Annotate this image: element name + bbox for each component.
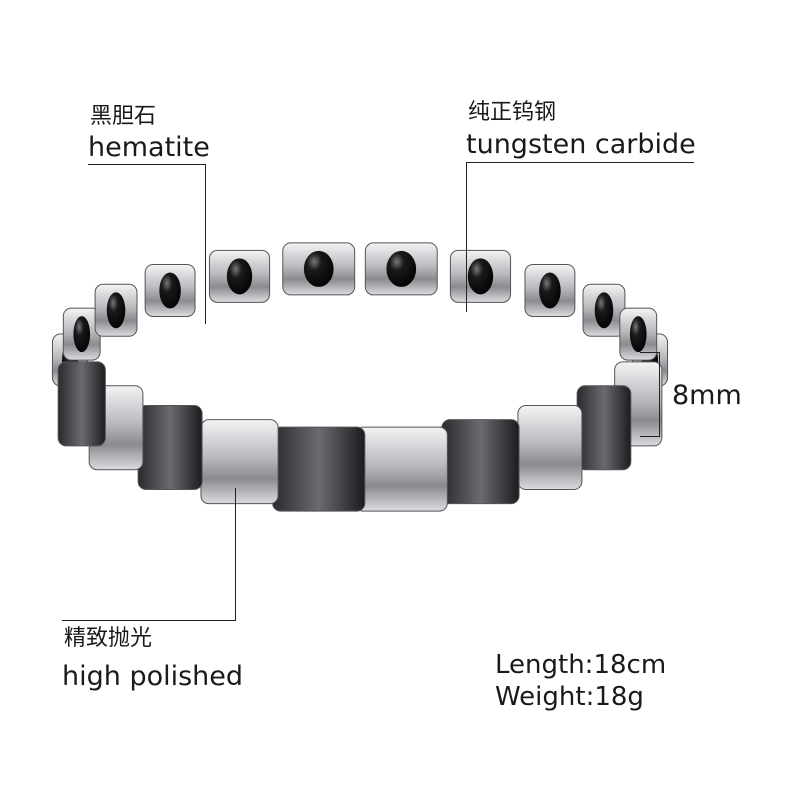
hematite-leader-h <box>88 164 206 165</box>
polished-label-cn: 精致抛光 <box>64 626 153 651</box>
width-label: 8mm <box>672 380 742 411</box>
bracelet-link-front <box>57 361 106 447</box>
dimension-bracket-v <box>659 352 660 437</box>
polished-label-en: high polished <box>62 661 244 692</box>
bracelet-link-back <box>94 283 138 337</box>
hematite-stone <box>594 292 614 329</box>
bracelet-link-front <box>272 426 366 512</box>
bracelet-link-back <box>62 307 101 361</box>
bracelet-link-front <box>137 405 203 491</box>
polished-leader-h <box>62 620 236 621</box>
bracelet-link-front <box>441 419 520 505</box>
bracelet-link-front <box>200 419 279 505</box>
hematite-stone <box>159 272 181 309</box>
hematite-stone <box>73 316 91 353</box>
tungsten-label-cn: 纯正钨钢 <box>468 100 557 125</box>
hematite-stone <box>539 272 561 309</box>
length-spec: Length:18cm <box>495 650 667 680</box>
bracelet-link-back <box>619 307 658 361</box>
hematite-label-en: hematite <box>88 132 210 163</box>
bracelet-link-back <box>524 263 576 317</box>
hematite-stone <box>303 250 334 287</box>
bracelet-link-back <box>449 249 512 303</box>
tungsten-leader-v <box>466 162 467 312</box>
bracelet-link-back <box>208 249 271 303</box>
bracelet-link-back <box>282 242 356 296</box>
tungsten-label-en: tungsten carbide <box>466 129 696 160</box>
hematite-leader-v <box>205 164 206 324</box>
bracelet-link-front <box>517 405 583 491</box>
polished-leader-v <box>235 488 236 621</box>
hematite-stone <box>629 316 647 353</box>
bracelet-link-front <box>576 385 632 471</box>
hematite-stone <box>106 292 126 329</box>
bracelet-link-back <box>364 242 438 296</box>
bracelet-link-back <box>582 283 626 337</box>
hematite-label-cn: 黑胆石 <box>90 104 157 129</box>
dimension-bracket-bottom <box>640 436 660 437</box>
bracelet-link-back <box>144 263 196 317</box>
weight-spec: Weight:18g <box>495 682 644 712</box>
bracelet-link-front <box>354 426 448 512</box>
hematite-stone <box>386 250 417 287</box>
tungsten-leader-h <box>466 162 694 163</box>
hematite-stone <box>467 258 494 295</box>
hematite-stone <box>226 258 253 295</box>
dimension-bracket-top <box>640 352 660 353</box>
